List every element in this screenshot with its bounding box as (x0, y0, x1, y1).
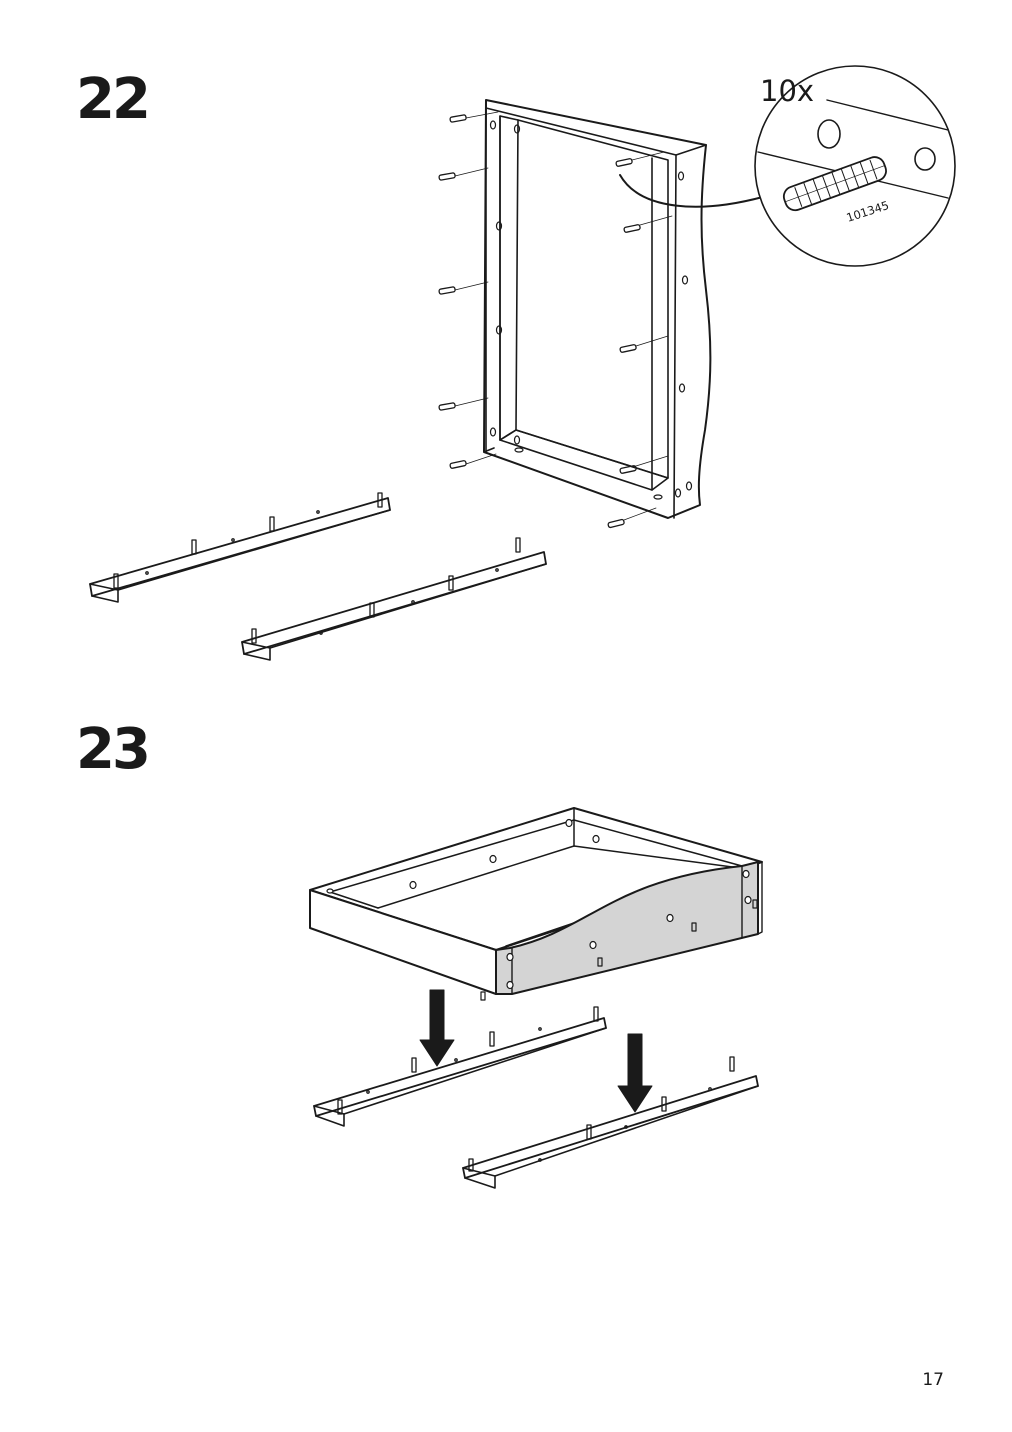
arrow-down-icon (419, 989, 455, 1067)
step-23-frame (309, 807, 763, 1001)
step-23-rail-left (313, 1006, 607, 1127)
step-22-rail-left (89, 492, 391, 603)
dowel-icon (782, 156, 887, 212)
dowel-callout: 10x 101345 (754, 65, 956, 267)
frame-dowels (438, 111, 673, 529)
quantity-label: 10x (760, 74, 814, 108)
page-number: 17 (922, 1370, 944, 1390)
step-22-number: 22 (76, 67, 151, 132)
step-22-frame (438, 99, 771, 529)
step-22-rail-right (241, 537, 547, 661)
step-23-rail-right (462, 1056, 759, 1189)
arrow-down-icon (617, 1033, 653, 1113)
frame-holes (489, 120, 693, 500)
step-23-number: 23 (76, 717, 151, 782)
